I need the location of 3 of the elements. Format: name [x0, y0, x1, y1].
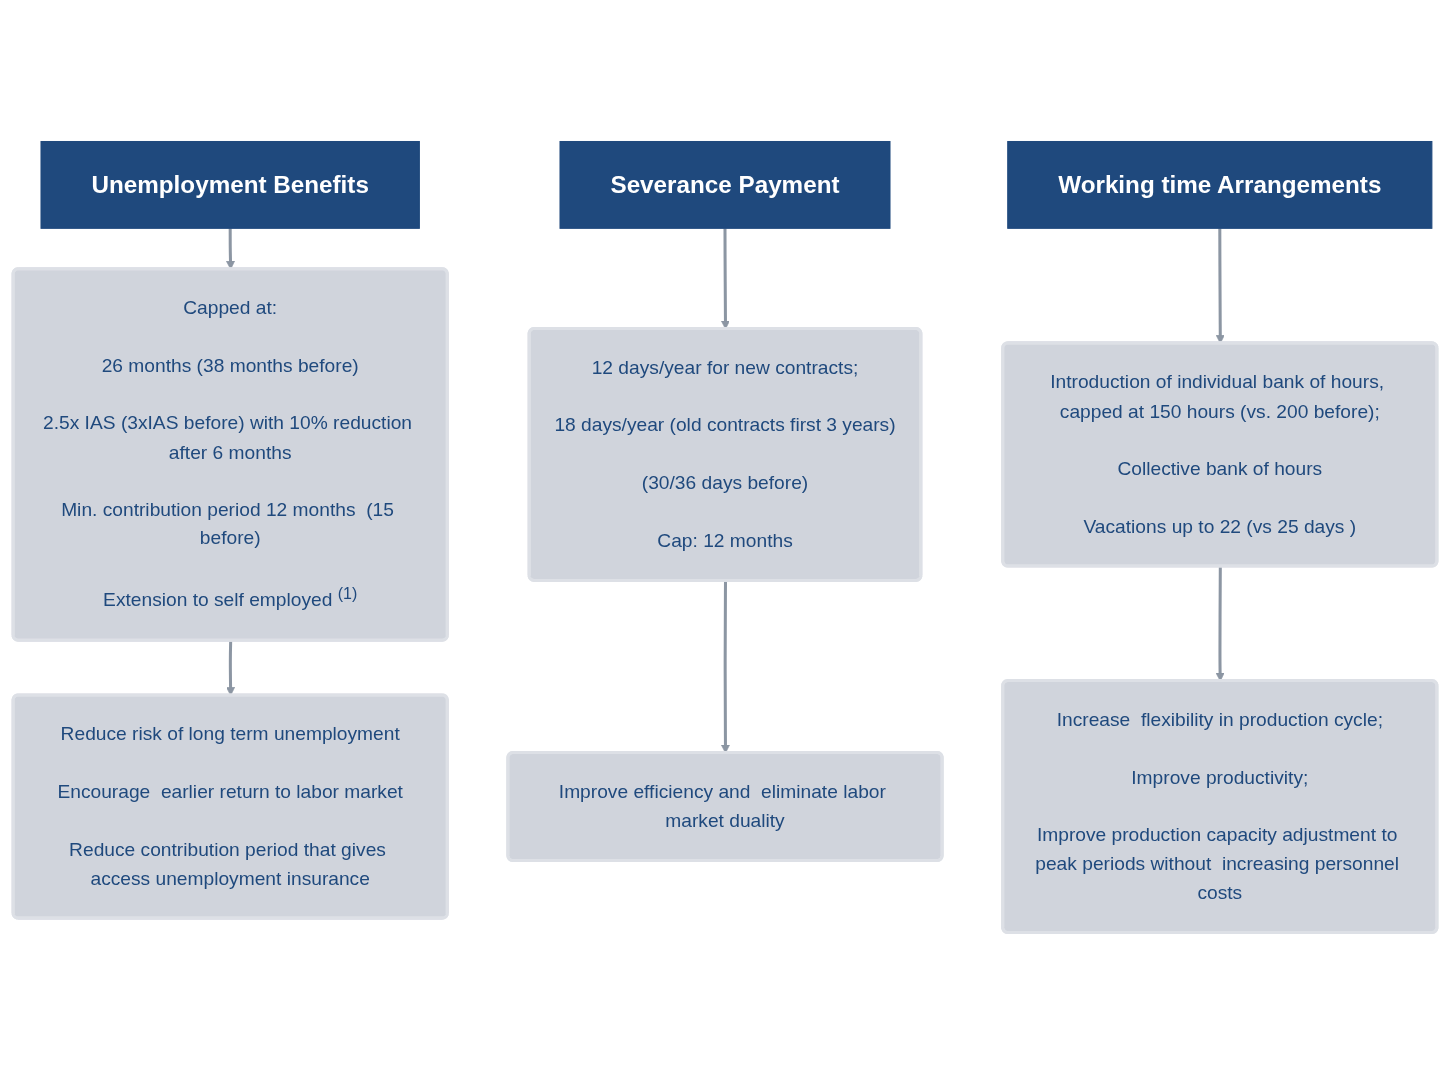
node-box: Severance Payment — [559, 141, 890, 229]
node-box: Unemployment Benefits — [40, 141, 420, 229]
node-box: Working time Arrangements — [1006, 141, 1432, 229]
